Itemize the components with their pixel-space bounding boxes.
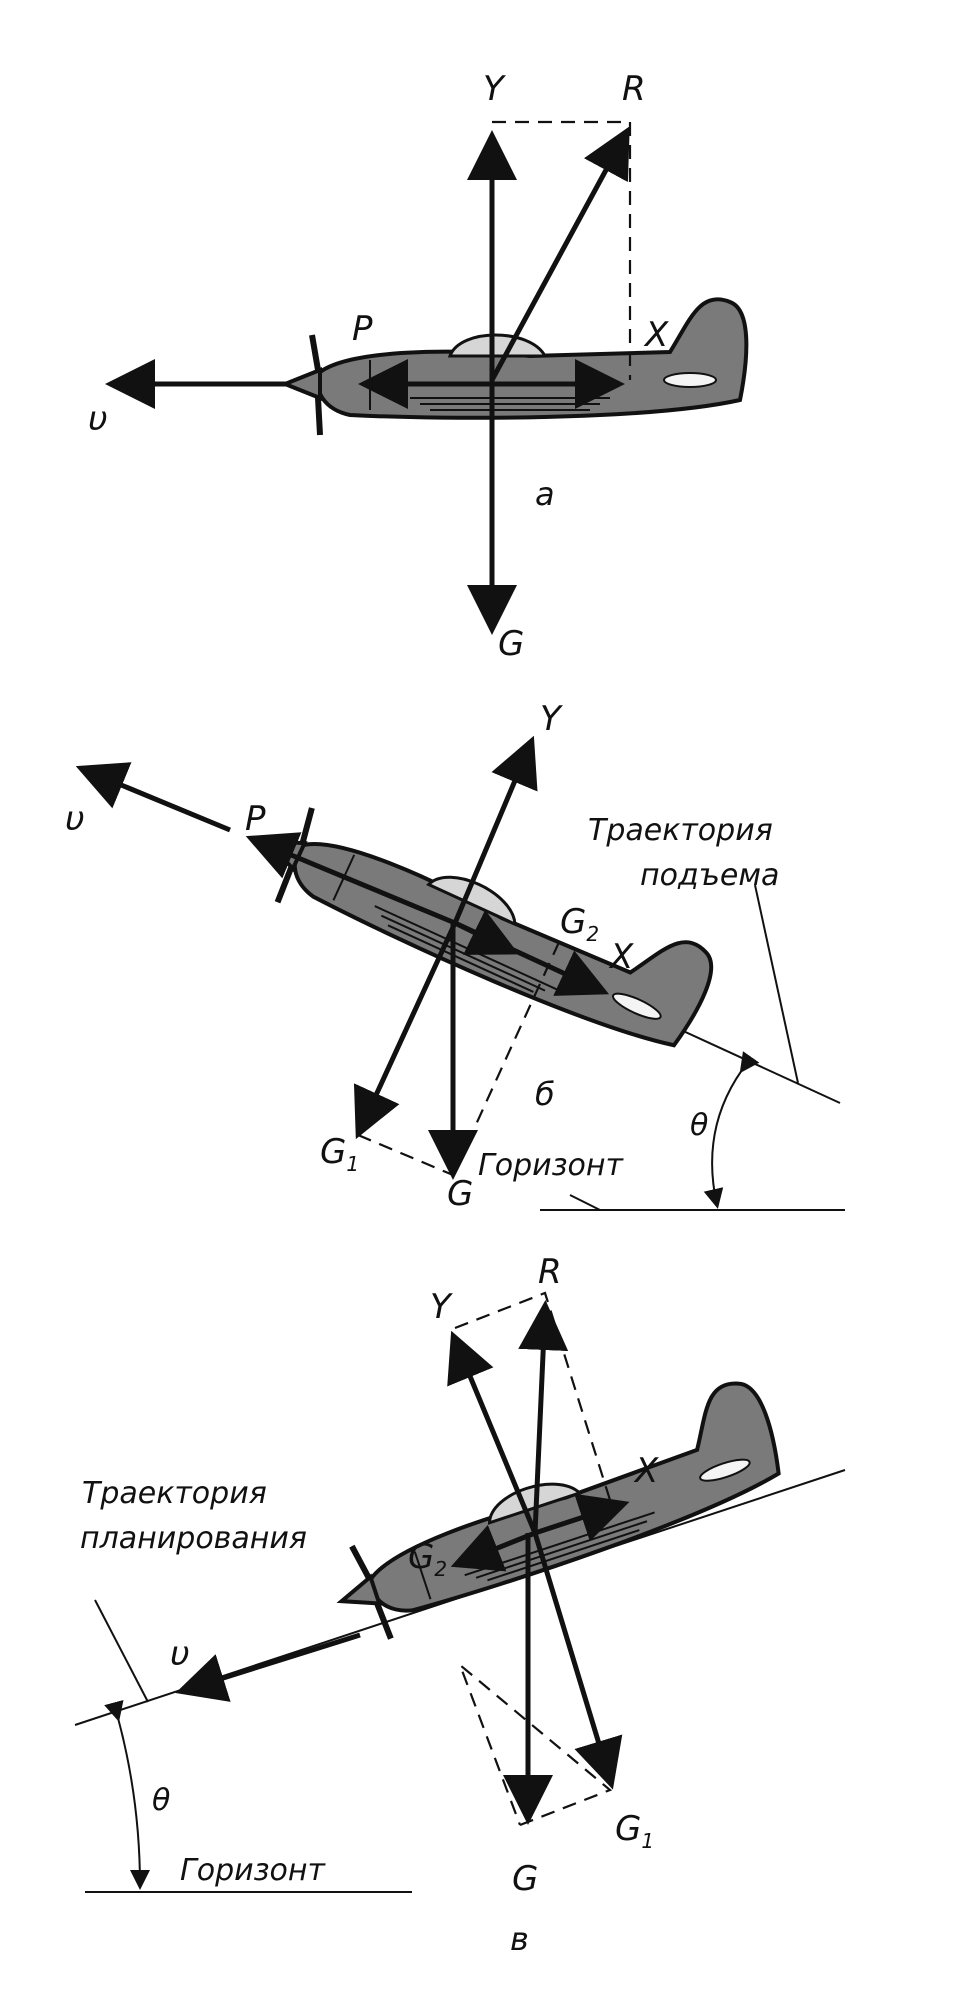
g1-sub-b: 1: [346, 1152, 359, 1176]
label-g2-c: G2: [408, 1537, 447, 1581]
label-x-c: X: [633, 1451, 659, 1491]
label-g-c: G: [512, 1859, 538, 1899]
label-y-b: Y: [540, 699, 563, 739]
label-y-c: Y: [430, 1287, 453, 1327]
airplane-b: [246, 764, 722, 1079]
label-r-c: R: [538, 1252, 562, 1292]
label-v-c: υ: [170, 1634, 190, 1674]
angle-label-b: θ: [690, 1108, 708, 1143]
caption-a: a: [535, 475, 555, 513]
label-x-b: X: [608, 937, 634, 977]
horizon-label-b: Горизонт: [478, 1148, 625, 1183]
velocity-arrow-c: [175, 1632, 361, 1702]
lift-arrow-b: [452, 735, 538, 924]
g2-arrow-c: [450, 1524, 536, 1572]
g2-letter-c: G: [408, 1537, 434, 1577]
g1-letter-c: G: [615, 1809, 641, 1849]
g2-sub-c: 2: [434, 1557, 447, 1581]
g1-arrow-c: [532, 1532, 623, 1790]
g2-letter-b: G: [560, 902, 586, 942]
r-parallelogram-a: [492, 120, 632, 380]
velocity-arrow-b: [75, 762, 231, 833]
label-g-a: G: [498, 624, 524, 664]
caption-b: б: [535, 1075, 555, 1113]
components-c: [454, 1291, 613, 1827]
lift-arrow-c: [447, 1330, 538, 1534]
trajectory-label-c-line1: Траектория: [82, 1476, 267, 1511]
label-g-b: G: [447, 1174, 473, 1214]
trajectory-label-b-line2: подъема: [640, 858, 779, 893]
g2-arrow-b: [453, 909, 519, 955]
thrust-arrow-b: [245, 832, 456, 926]
trajectory-label-b-line1: Траектория: [588, 813, 773, 848]
resultant-arrow-c: [518, 1300, 569, 1534]
panel-b: Y P υ X G2 G1 G б θ Траектория подъема Г…: [65, 699, 845, 1214]
g1-sub-c: 1: [641, 1829, 654, 1853]
panel-c: Y R X G2 υ G1 G в θ Траектория планирова…: [74, 1252, 846, 1958]
trajectory-label-c-line2: планирования: [80, 1521, 307, 1556]
angle-arc-c: [104, 1699, 150, 1890]
caption-c: в: [510, 1920, 529, 1958]
label-v-a: υ: [88, 399, 108, 439]
angle-arc-b: [703, 1051, 760, 1209]
horizon-leader-b: [569, 1194, 601, 1211]
horizon-label-c: Горизонт: [180, 1853, 327, 1888]
label-y-a: Y: [483, 69, 506, 109]
resultant-arrow-a: [489, 126, 630, 382]
panel-a: Y R P X υ G a: [88, 69, 746, 664]
label-g2-b: G2: [560, 902, 599, 946]
label-p-b: P: [245, 799, 266, 839]
trajectory-leader-b: [754, 884, 799, 1084]
label-p-a: P: [352, 309, 373, 349]
label-g1-c: G1: [615, 1809, 654, 1853]
trajectory-leader-c: [94, 1599, 149, 1703]
g1-letter-b: G: [320, 1132, 346, 1172]
label-x-a: X: [643, 315, 669, 355]
label-v-b: υ: [65, 799, 85, 839]
drag-arrow-c: [534, 1493, 630, 1542]
g2-sub-b: 2: [586, 922, 599, 946]
g1-arrow-b: [353, 921, 458, 1140]
angle-label-c: θ: [152, 1783, 170, 1818]
label-r-a: R: [622, 69, 646, 109]
label-g1-b: G1: [320, 1132, 359, 1176]
